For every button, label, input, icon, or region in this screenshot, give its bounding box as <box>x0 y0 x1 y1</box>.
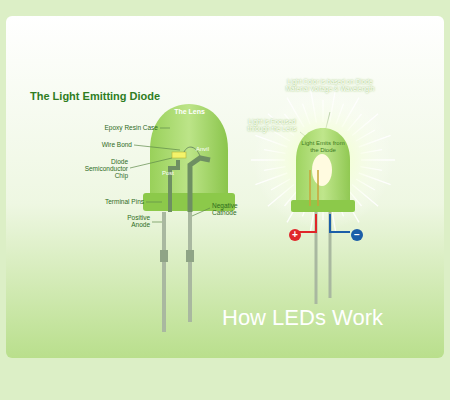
note-label: Light Emits from the Diode <box>300 140 346 153</box>
part-label: Post <box>162 170 174 177</box>
part-label: Anvil <box>196 146 209 153</box>
part-label: Positive Anode <box>110 214 150 228</box>
note-label: Light Color is based on Diode Material V… <box>282 78 378 92</box>
polarity-sign: + <box>289 229 301 240</box>
diagram-caption: How LEDs Work <box>222 306 383 330</box>
part-label: Negative Cathode <box>212 202 254 216</box>
part-label: The Lens <box>162 108 217 116</box>
part-label: Terminal Pins <box>80 198 144 205</box>
part-label: Diode Semiconductor Chip <box>80 158 128 179</box>
note-label: Light is Focused through the Lens <box>244 118 300 132</box>
part-label: Wire Bond <box>80 141 132 148</box>
panel <box>6 16 444 358</box>
led-left <box>143 104 235 332</box>
diagram-title: The Light Emitting Diode <box>30 90 160 102</box>
part-label: Epoxy Resin Case <box>90 124 158 131</box>
polarity-sign: − <box>351 229 363 240</box>
